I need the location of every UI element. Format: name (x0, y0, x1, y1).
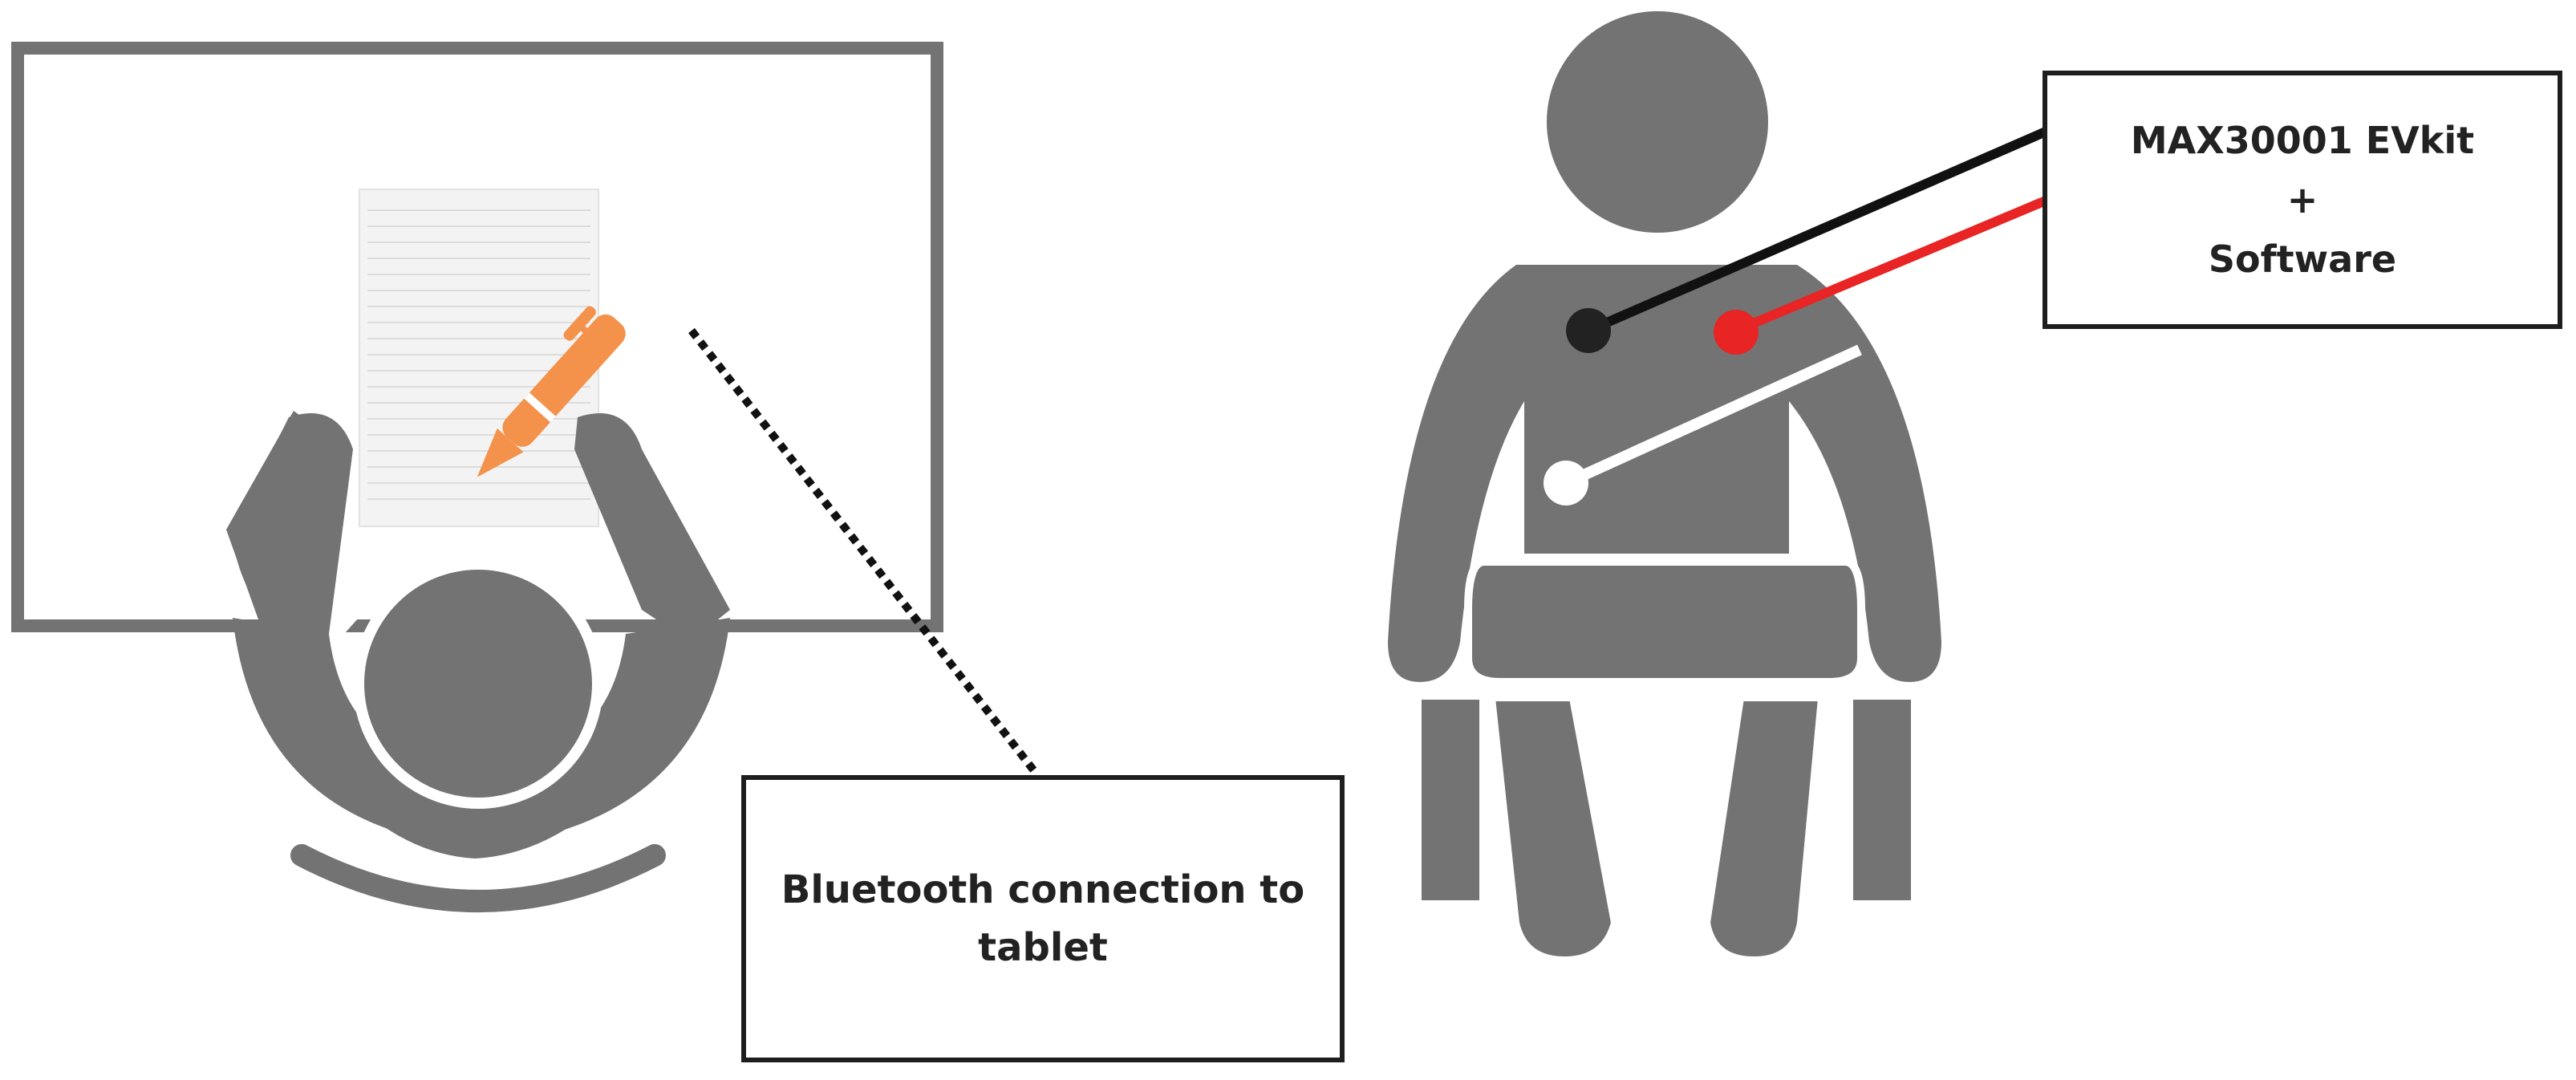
evkit-label-line3: Software (2208, 238, 2397, 281)
red-electrode-icon (1714, 310, 1759, 355)
evkit-label-line2: + (2286, 178, 2318, 221)
black-lead-wire (1586, 127, 2048, 335)
person-writing-at-desk-topview-icon (226, 411, 730, 912)
white-electrode-icon (1544, 461, 1588, 505)
bluetooth-label-line1: Bluetooth connection to (781, 867, 1305, 912)
lined-paper-icon (359, 189, 599, 527)
red-lead-wire (1734, 196, 2048, 335)
evkit-label-box: MAX30001 EVkit + Software (2043, 71, 2562, 329)
bluetooth-link-line (688, 327, 1038, 775)
pen-icon (477, 306, 626, 477)
bluetooth-label-box: Bluetooth connection to tablet (741, 775, 1345, 1062)
writing-station (11, 42, 1038, 912)
black-electrode-icon (1566, 308, 1611, 353)
evkit-label-line1: MAX30001 EVkit (2130, 119, 2475, 162)
bluetooth-label-line2: tablet (978, 925, 1108, 970)
seated-person-icon (1388, 11, 1941, 964)
